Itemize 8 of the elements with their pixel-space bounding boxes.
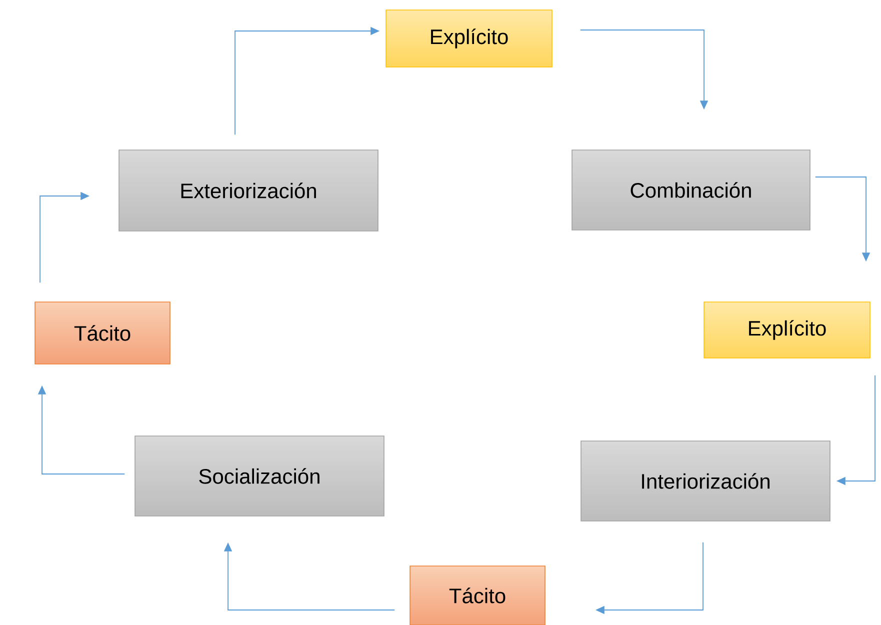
label-box: Explícito: [386, 10, 552, 68]
process-box: Interiorización: [580, 440, 830, 522]
process-box: Combinación: [572, 150, 810, 230]
label-box: Tácito: [34, 302, 170, 364]
label-box: Explícito: [704, 302, 870, 358]
process-box: Exteriorización: [118, 150, 378, 232]
process-box: Socialización: [134, 436, 384, 516]
label-box: Tácito: [410, 566, 546, 625]
